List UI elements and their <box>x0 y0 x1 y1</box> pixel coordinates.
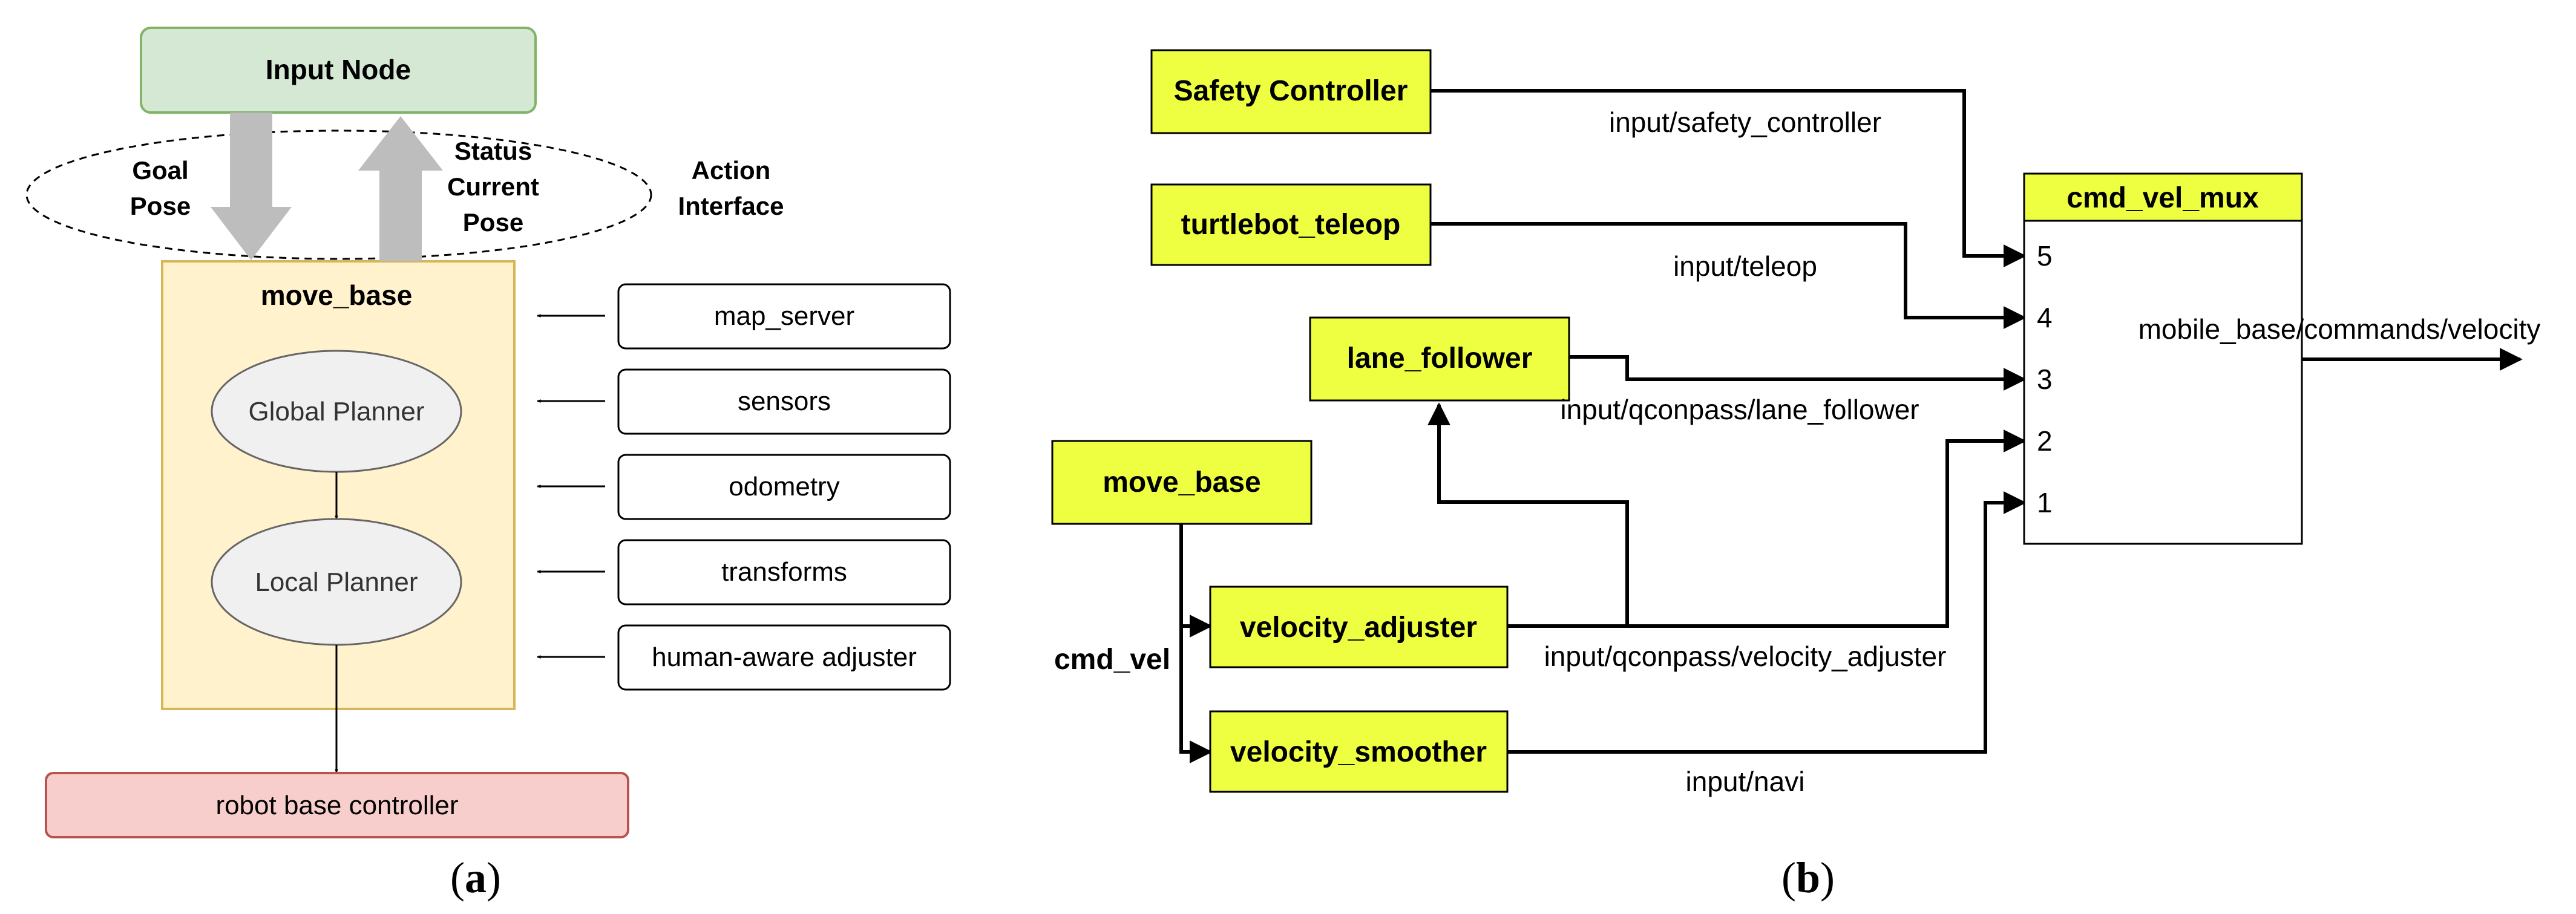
caption-a-open: ( <box>450 854 465 902</box>
connectors <box>1179 89 2523 763</box>
human-aware-adjuster-box <box>617 624 951 691</box>
move-base-to-smoother <box>1179 626 1213 763</box>
lane-follower-label: lane_follower <box>1347 342 1533 374</box>
robot-base-controller-box <box>45 772 629 838</box>
port-2: 2 <box>2037 425 2053 457</box>
caption-a-close: ) <box>487 854 501 902</box>
action-label: Action <box>692 156 771 184</box>
output-topic-label: mobile_base/commands/velocity <box>2138 313 2541 345</box>
caption-a-letter: a <box>465 854 487 902</box>
lane-connector <box>1569 355 2027 391</box>
robot-base-controller-label: robot base controller <box>215 791 458 820</box>
topic-teleop-label: input/teleop <box>1673 250 1817 282</box>
local-planner-label: Local Planner <box>255 567 418 597</box>
smoother-connector <box>1507 491 2027 754</box>
transforms-label: transforms <box>721 557 847 587</box>
input-node-box <box>140 27 537 114</box>
status-pose-arrow <box>358 116 443 261</box>
velocity-smoother-label: velocity_smoother <box>1230 736 1487 768</box>
panel-a: Input Node Goal Pose Status Current Pose… <box>25 27 951 902</box>
caption-b-letter: b <box>1796 854 1820 902</box>
velocity-adjuster-box <box>1209 586 1509 668</box>
status-label: Status <box>454 137 532 165</box>
topic-adjuster-label: input/qconpass/velocity_adjuster <box>1544 641 1947 672</box>
sensors-box <box>617 368 951 435</box>
odometry-label: odometry <box>729 472 839 501</box>
cmd-vel-mux-box <box>2023 172 2303 545</box>
turtlebot-teleop-label: turtlebot_teleop <box>1181 209 1401 241</box>
input-node-label: Input Node <box>266 54 411 85</box>
port-4: 4 <box>2037 302 2053 333</box>
cmd-vel-label: cmd_vel <box>1054 644 1170 676</box>
velocity-smoother-box <box>1209 710 1509 793</box>
action-interface-ellipse <box>25 129 652 260</box>
lane-follower-box <box>1309 316 1570 402</box>
cmd-vel-mux-header <box>2023 172 2303 222</box>
port-5: 5 <box>2037 240 2053 272</box>
port-3: 3 <box>2037 364 2053 395</box>
human-aware-adjuster-label: human-aware adjuster <box>652 642 917 672</box>
move-base-box <box>1051 440 1313 525</box>
input-list: map_server sensors odometry transforms h… <box>537 283 951 691</box>
current-label: Current <box>447 172 539 201</box>
move-base-to-adjuster <box>1179 524 1213 638</box>
move-base-title: move_base <box>261 279 413 311</box>
panel-b: Safety Controller turtlebot_teleop lane_… <box>1051 49 2541 902</box>
safety-controller-box <box>1150 49 1432 134</box>
map-server-box <box>617 283 951 350</box>
goal-pose-arrow <box>211 113 292 260</box>
topic-safety-label: input/safety_controller <box>1609 106 1881 138</box>
safety-controller-label: Safety Controller <box>1174 75 1408 107</box>
teleop-connector <box>1431 222 2027 329</box>
cmd-vel-mux-label: cmd_vel_mux <box>2066 182 2259 214</box>
pose-label-2: Pose <box>463 208 523 237</box>
turtlebot-teleop-box <box>1150 183 1432 266</box>
sensors-label: sensors <box>738 387 831 416</box>
caption-b-open: ( <box>1781 854 1796 902</box>
global-planner-label: Global Planner <box>248 397 424 426</box>
adjuster-to-lane-connector <box>1427 402 1629 626</box>
topic-lane-label: input/qconpass/lane_follower <box>1560 394 1919 425</box>
map-server-label: map_server <box>714 301 854 331</box>
port-1: 1 <box>2037 487 2053 518</box>
interface-label: Interface <box>678 192 784 220</box>
caption-b-close: ) <box>1820 854 1835 902</box>
velocity-adjuster-label: velocity_adjuster <box>1240 612 1477 644</box>
odometry-box <box>617 454 951 520</box>
topic-navi-label: input/navi <box>1686 766 1805 797</box>
transforms-box <box>617 539 951 606</box>
caption-b: (b) <box>1781 854 1835 902</box>
pose-label: Pose <box>130 192 191 220</box>
caption-a: (a) <box>450 854 501 902</box>
adjuster-connector <box>1507 429 2027 628</box>
safety-connector <box>1431 89 2027 267</box>
move-base-label: move_base <box>1103 466 1261 498</box>
goal-label: Goal <box>132 156 188 184</box>
